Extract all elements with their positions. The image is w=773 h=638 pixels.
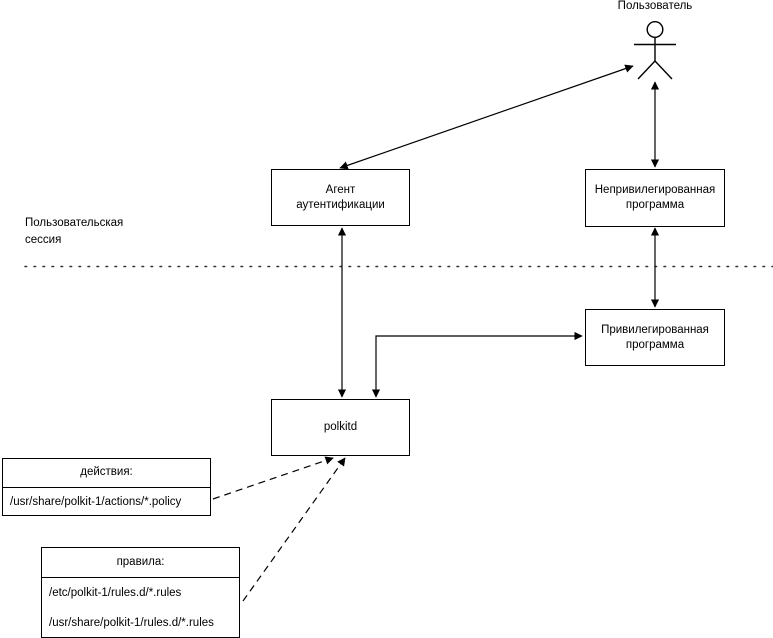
actions-file-box[interactable]: действия: /usr/share/polkit-1/actions/*.… xyxy=(2,458,211,516)
rules-file-box-header: правила: xyxy=(42,548,239,578)
rules-file-box[interactable]: правила: /etc/polkit-1/rules.d/*.rules /… xyxy=(41,547,240,638)
user-session-label: Пользовательская сессия xyxy=(25,217,124,246)
rules-file-box-row-1: /etc/polkit-1/rules.d/*.rules xyxy=(49,587,182,599)
rules-file-box-row-2: /usr/share/polkit-1/rules.d/*.rules xyxy=(49,617,214,629)
node-privileged-program-line2: программа xyxy=(625,338,685,351)
node-unprivileged-program[interactable]: Непривилегированная программа xyxy=(585,169,725,227)
node-polkitd[interactable]: polkitd xyxy=(271,399,410,456)
user-actor-label: Пользователь xyxy=(617,0,693,12)
node-privileged-program-line1: Привилегированная xyxy=(601,323,709,336)
actions-file-box-header: действия: xyxy=(3,459,210,488)
user-actor-icon xyxy=(634,21,676,80)
connector-agent-user xyxy=(339,64,634,170)
node-unprivileged-program-line2: программа xyxy=(625,199,685,211)
connector-actions-polkitd xyxy=(212,456,334,500)
node-privileged-program[interactable]: Привилегированная программа xyxy=(585,309,725,366)
node-auth-agent-line1: Агент xyxy=(325,183,356,196)
actions-file-box-row: /usr/share/polkit-1/actions/*.policy xyxy=(10,496,182,508)
node-polkitd-line1: polkitd xyxy=(323,421,358,433)
node-unprivileged-program-line1: Непривилегированная xyxy=(594,184,716,196)
connector-rules-polkitd xyxy=(242,457,346,602)
connector-privileged-polkitd xyxy=(371,331,583,398)
node-auth-agent[interactable]: Агент аутентификации xyxy=(271,169,410,226)
node-auth-agent-line2: аутентификации xyxy=(296,198,385,211)
